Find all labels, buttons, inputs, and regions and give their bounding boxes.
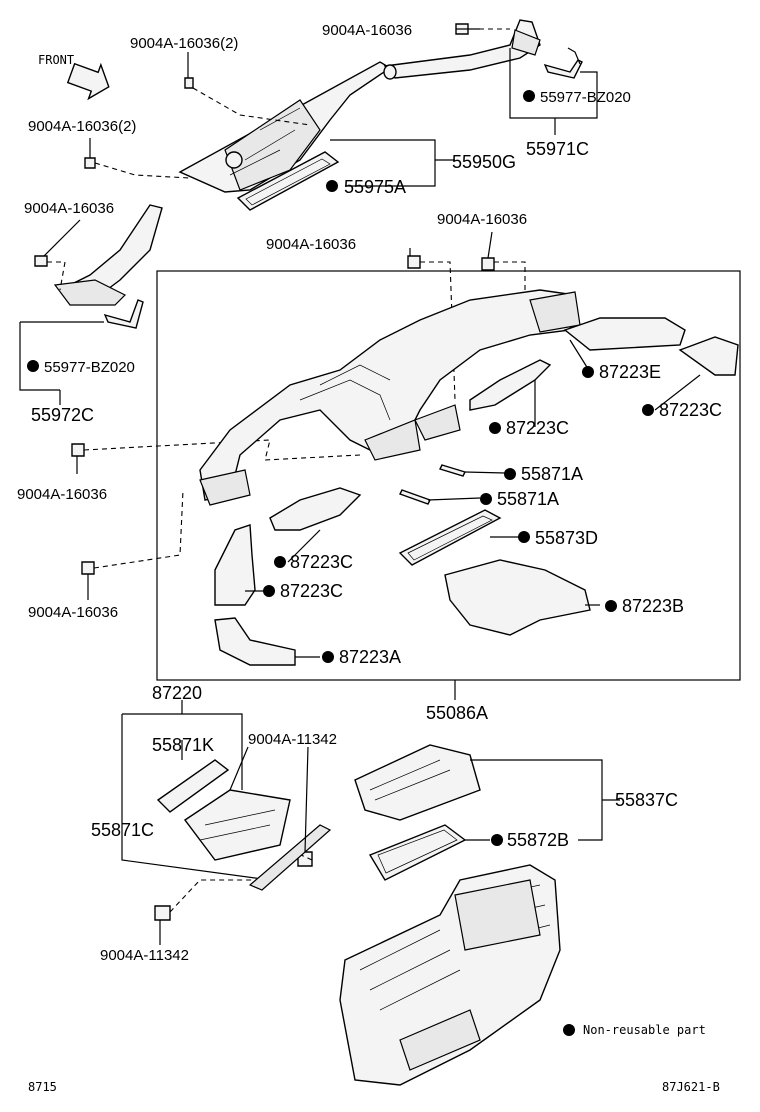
insulator-87223E[interactable]	[563, 317, 686, 351]
register-55871C[interactable]	[183, 789, 332, 891]
label-bolt-11342-top: 9004A-11342	[248, 731, 337, 748]
gasket-55872B[interactable]	[368, 824, 467, 881]
duct-55971C[interactable]	[383, 19, 541, 80]
label-87223A: 87223A	[339, 647, 401, 667]
insulator-87223C-left1[interactable]	[269, 487, 362, 531]
label-55086A: 55086A	[426, 703, 488, 723]
insulator-87223C-left2[interactable]	[214, 524, 256, 606]
label-55975A: 55975A	[344, 177, 406, 197]
label-87223B: 87223B	[622, 596, 684, 616]
hvac-unit	[339, 864, 561, 1086]
label-87223E: 87223E	[599, 362, 661, 382]
footer-left: 8715	[28, 1080, 57, 1094]
gasket-55873D[interactable]	[398, 509, 502, 566]
assembly-frame-55086A	[156, 270, 741, 681]
duct-55972C[interactable]	[53, 204, 163, 306]
label-bolt-left-mid: 9004A-16036	[24, 200, 114, 217]
clip-55977-top[interactable]	[543, 47, 583, 79]
label-55873D: 55873D	[535, 528, 598, 548]
label-55950G: 55950G	[452, 152, 516, 172]
label-55971C: 55971C	[526, 139, 589, 159]
label-55977-left: 55977-BZ020	[44, 359, 135, 376]
label-55977-top: 55977-BZ020	[540, 89, 631, 106]
insulator-87223A[interactable]	[214, 617, 296, 666]
front-arrow-icon	[66, 62, 110, 101]
label-bolt-11342-bottom: 9004A-11342	[100, 947, 189, 964]
insulator-87223B[interactable]	[444, 559, 591, 636]
clip-55977-left[interactable]	[103, 299, 144, 329]
footer-right: 87J621-B	[662, 1080, 720, 1094]
label-bolt-left: 9004A-16036(2)	[28, 118, 136, 135]
label-bolt-top: 9004A-16036	[322, 22, 412, 39]
insulator-87223C-right[interactable]	[678, 336, 739, 376]
label-87223C-left1: 87223C	[290, 552, 353, 572]
gasket-55871K[interactable]	[156, 759, 230, 813]
insulator-87223C-mid[interactable]	[469, 359, 552, 411]
label-87223C-right: 87223C	[659, 400, 722, 420]
cover-55837C[interactable]	[354, 744, 481, 821]
label-87223C-left2: 87223C	[280, 581, 343, 601]
seal-55871A-1[interactable]	[439, 464, 466, 477]
front-label: FRONT	[38, 53, 74, 67]
label-55837C: 55837C	[615, 790, 678, 810]
label-bolt-left-lower: 9004A-16036	[17, 486, 107, 503]
label-87220: 87220	[152, 683, 202, 703]
label-bolt-right: 9004A-16036	[437, 211, 527, 228]
label-bolt-left-top: 9004A-16036(2)	[130, 35, 238, 52]
label-55871A-1: 55871A	[521, 464, 583, 484]
label-55871A-2: 55871A	[497, 489, 559, 509]
seal-55871A-2[interactable]	[399, 489, 431, 505]
non-reusable-dot-icon	[27, 90, 654, 1036]
legend-text: Non-reusable part	[583, 1023, 706, 1037]
bolt-icon	[34, 23, 495, 921]
label-87223C-mid: 87223C	[506, 418, 569, 438]
label-55872B: 55872B	[507, 830, 569, 850]
main-duct-assembly[interactable]	[199, 289, 581, 506]
label-55972C: 55972C	[31, 405, 94, 425]
gasket-55975A[interactable]	[236, 151, 340, 211]
label-55871C: 55871C	[91, 820, 154, 840]
label-55871K: 55871K	[152, 735, 214, 755]
label-bolt-center: 9004A-16036	[266, 236, 356, 253]
label-bolt-left-bottom: 9004A-16036	[28, 604, 118, 621]
